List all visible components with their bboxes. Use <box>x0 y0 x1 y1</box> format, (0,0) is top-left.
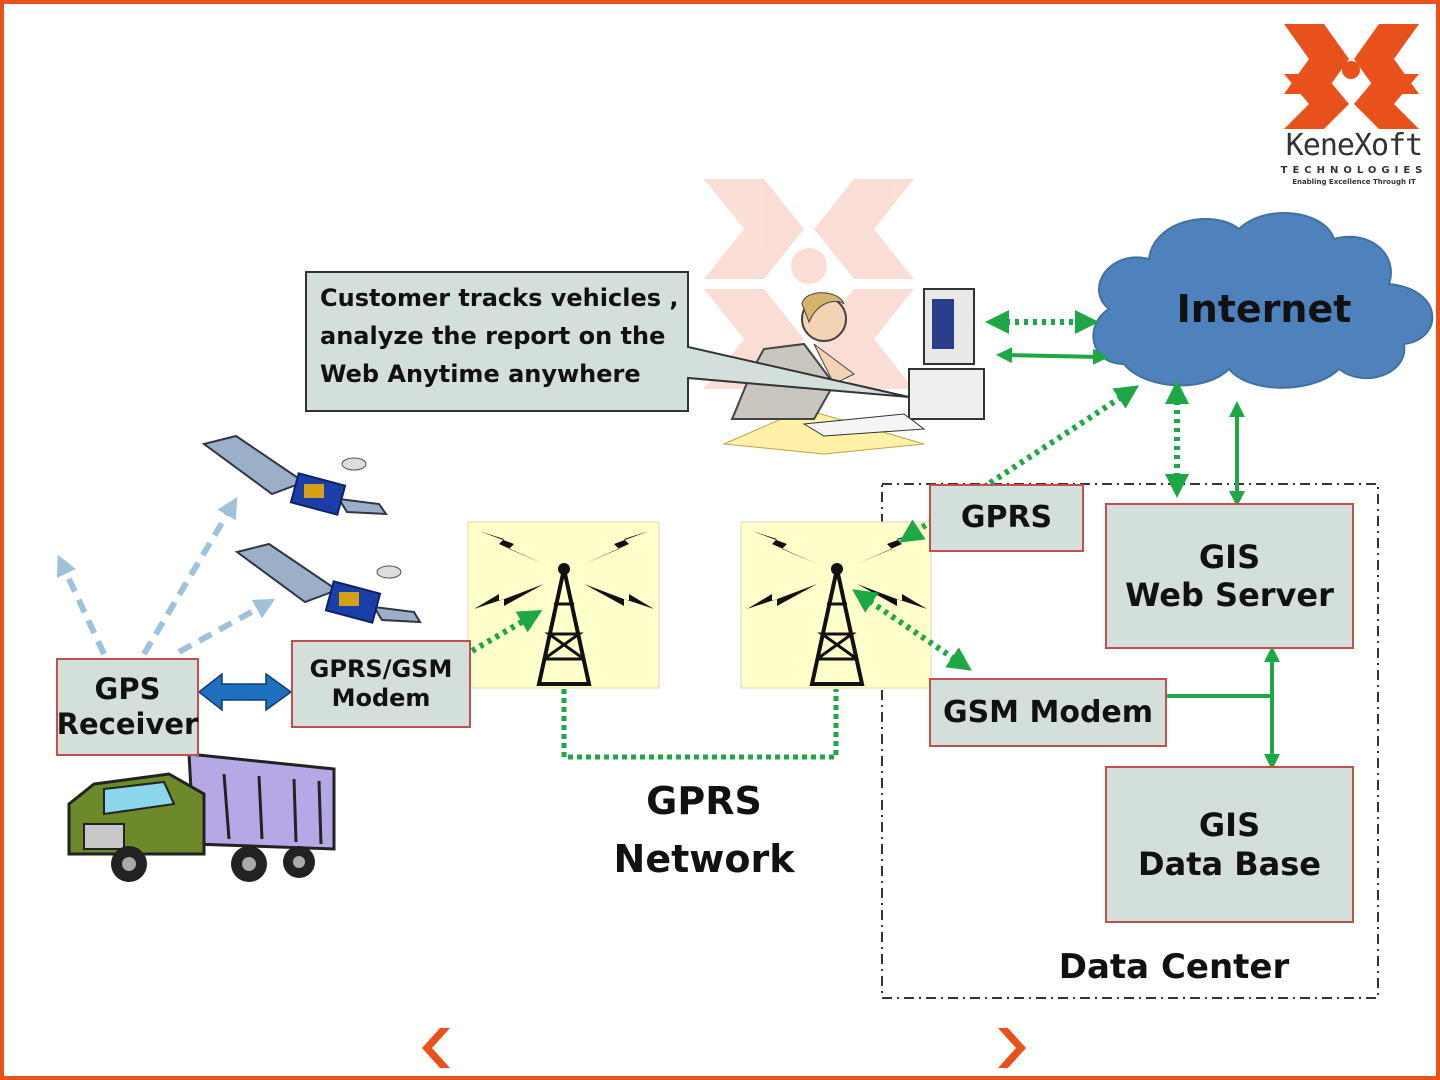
callout-line: analyze the report on the <box>320 317 690 355</box>
gps-modem-link <box>199 674 291 710</box>
truck-icon <box>69 754 334 882</box>
network-line: Network <box>594 830 814 888</box>
chevron-left-icon <box>420 1026 456 1070</box>
modem-line: GPRS/GSM <box>310 655 453 684</box>
gps-receiver-line: GPS <box>95 672 161 707</box>
network-line: GPRS <box>594 772 814 830</box>
gis-web-server-box: GIS Web Server <box>1105 503 1354 649</box>
prev-slide-button[interactable] <box>420 1026 456 1070</box>
satellite-icon <box>237 544 420 623</box>
gprs-box: GPRS <box>929 484 1084 552</box>
data-center-label: Data Center <box>1044 947 1304 987</box>
next-slide-button[interactable] <box>992 1026 1028 1070</box>
gis-db-line: Data Base <box>1138 845 1321 883</box>
gprs-network-label: GPRS Network <box>594 772 814 888</box>
chevron-right-icon <box>992 1026 1028 1070</box>
internet-label: Internet <box>1164 287 1364 331</box>
callout-line: Web Anytime anywhere <box>320 355 690 393</box>
cell-tower-icon <box>741 522 931 688</box>
callout-text: Customer tracks vehicles , analyze the r… <box>320 279 690 393</box>
gsm-modem-box: GSM Modem <box>929 678 1167 747</box>
modem-line: Modem <box>332 684 431 713</box>
brand-sub: TECHNOLOGIES <box>1274 165 1434 176</box>
gps-receiver-line: Receiver <box>57 707 199 742</box>
callout-line: Customer tracks vehicles , <box>320 279 690 317</box>
gis-db-line: GIS <box>1199 806 1260 844</box>
brand-tagline: Enabling Excellence Through IT <box>1274 178 1434 186</box>
kenexoft-logo-icon <box>1284 24 1419 129</box>
gis-database-box: GIS Data Base <box>1105 766 1354 923</box>
gprs-gsm-modem-box: GPRS/GSM Modem <box>291 640 471 728</box>
gis-web-line: GIS <box>1199 538 1260 576</box>
cell-tower-icon <box>468 522 659 688</box>
satellite-icon <box>204 436 386 515</box>
gps-signal-arrows <box>62 506 266 654</box>
gps-receiver-box: GPS Receiver <box>56 658 199 756</box>
gis-web-line: Web Server <box>1125 576 1334 614</box>
brand-name: KeneXoft <box>1274 128 1434 163</box>
